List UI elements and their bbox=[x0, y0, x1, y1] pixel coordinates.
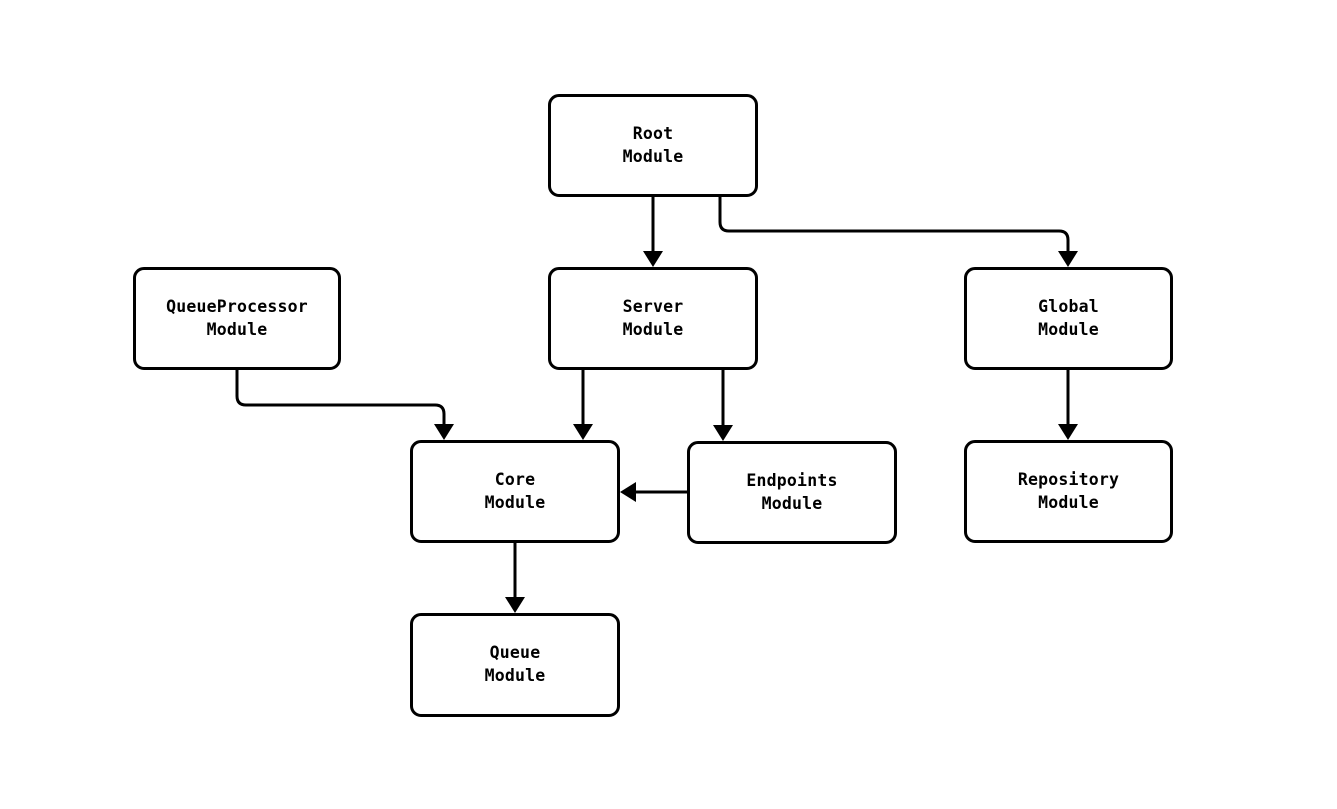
node-queueprocessor-module-line1: QueueProcessor bbox=[166, 296, 308, 316]
node-root-module-line2: Module bbox=[622, 146, 684, 166]
arrowhead-queueprocessor-to-core bbox=[434, 424, 454, 440]
node-root-module-line1: Root bbox=[632, 123, 674, 143]
edge-core-to-queue bbox=[505, 543, 525, 613]
arrowhead-global-to-repository bbox=[1058, 424, 1078, 440]
edge-server-to-core bbox=[573, 370, 593, 440]
node-global-module-line1: Global bbox=[1038, 296, 1099, 316]
node-queueprocessor-module-line2: Module bbox=[206, 319, 268, 339]
node-global-module[interactable]: Global Module bbox=[964, 267, 1173, 370]
node-root-module[interactable]: Root Module bbox=[548, 94, 758, 197]
arrowhead-server-to-endpoints bbox=[713, 425, 733, 441]
edge-global-to-repository bbox=[1058, 370, 1078, 440]
node-repository-module[interactable]: Repository Module bbox=[964, 440, 1173, 543]
node-repository-module-line1: Repository bbox=[1017, 469, 1120, 489]
edge-endpoints-to-core bbox=[620, 482, 687, 502]
node-repository-module-line2: Module bbox=[1038, 492, 1099, 512]
arrowhead-root-to-global bbox=[1058, 251, 1078, 267]
edge-queueprocessor-to-core bbox=[235, 370, 454, 440]
edge-server-to-endpoints bbox=[713, 370, 733, 441]
node-core-module-line2: Module bbox=[484, 492, 546, 512]
arrowhead-server-to-core bbox=[573, 424, 593, 440]
node-queue-module-line2: Module bbox=[484, 666, 546, 685]
arrowhead-endpoints-to-core bbox=[620, 482, 636, 502]
node-server-module-line1: Server bbox=[622, 296, 684, 316]
node-endpoints-module-line1: Endpoints bbox=[746, 470, 838, 490]
node-queueprocessor-module[interactable]: QueueProcessor Module bbox=[133, 267, 341, 370]
arrowhead-root-to-server bbox=[643, 251, 663, 267]
edge-root-to-global bbox=[718, 197, 1078, 267]
arrowhead-core-to-queue bbox=[505, 597, 525, 613]
node-core-module-line1: Core bbox=[494, 469, 536, 489]
node-server-module[interactable]: Server Module bbox=[548, 267, 758, 370]
node-endpoints-module-line2: Module bbox=[761, 493, 823, 513]
node-server-module-line2: Module bbox=[622, 319, 684, 339]
node-endpoints-module[interactable]: Endpoints Module bbox=[687, 441, 897, 544]
edge-root-to-server bbox=[643, 197, 663, 267]
node-queue-module-line1: Queue bbox=[489, 643, 541, 663]
node-global-module-line2: Module bbox=[1038, 319, 1099, 339]
node-queue-module[interactable]: Queue Module bbox=[410, 613, 620, 717]
node-core-module[interactable]: Core Module bbox=[410, 440, 620, 543]
